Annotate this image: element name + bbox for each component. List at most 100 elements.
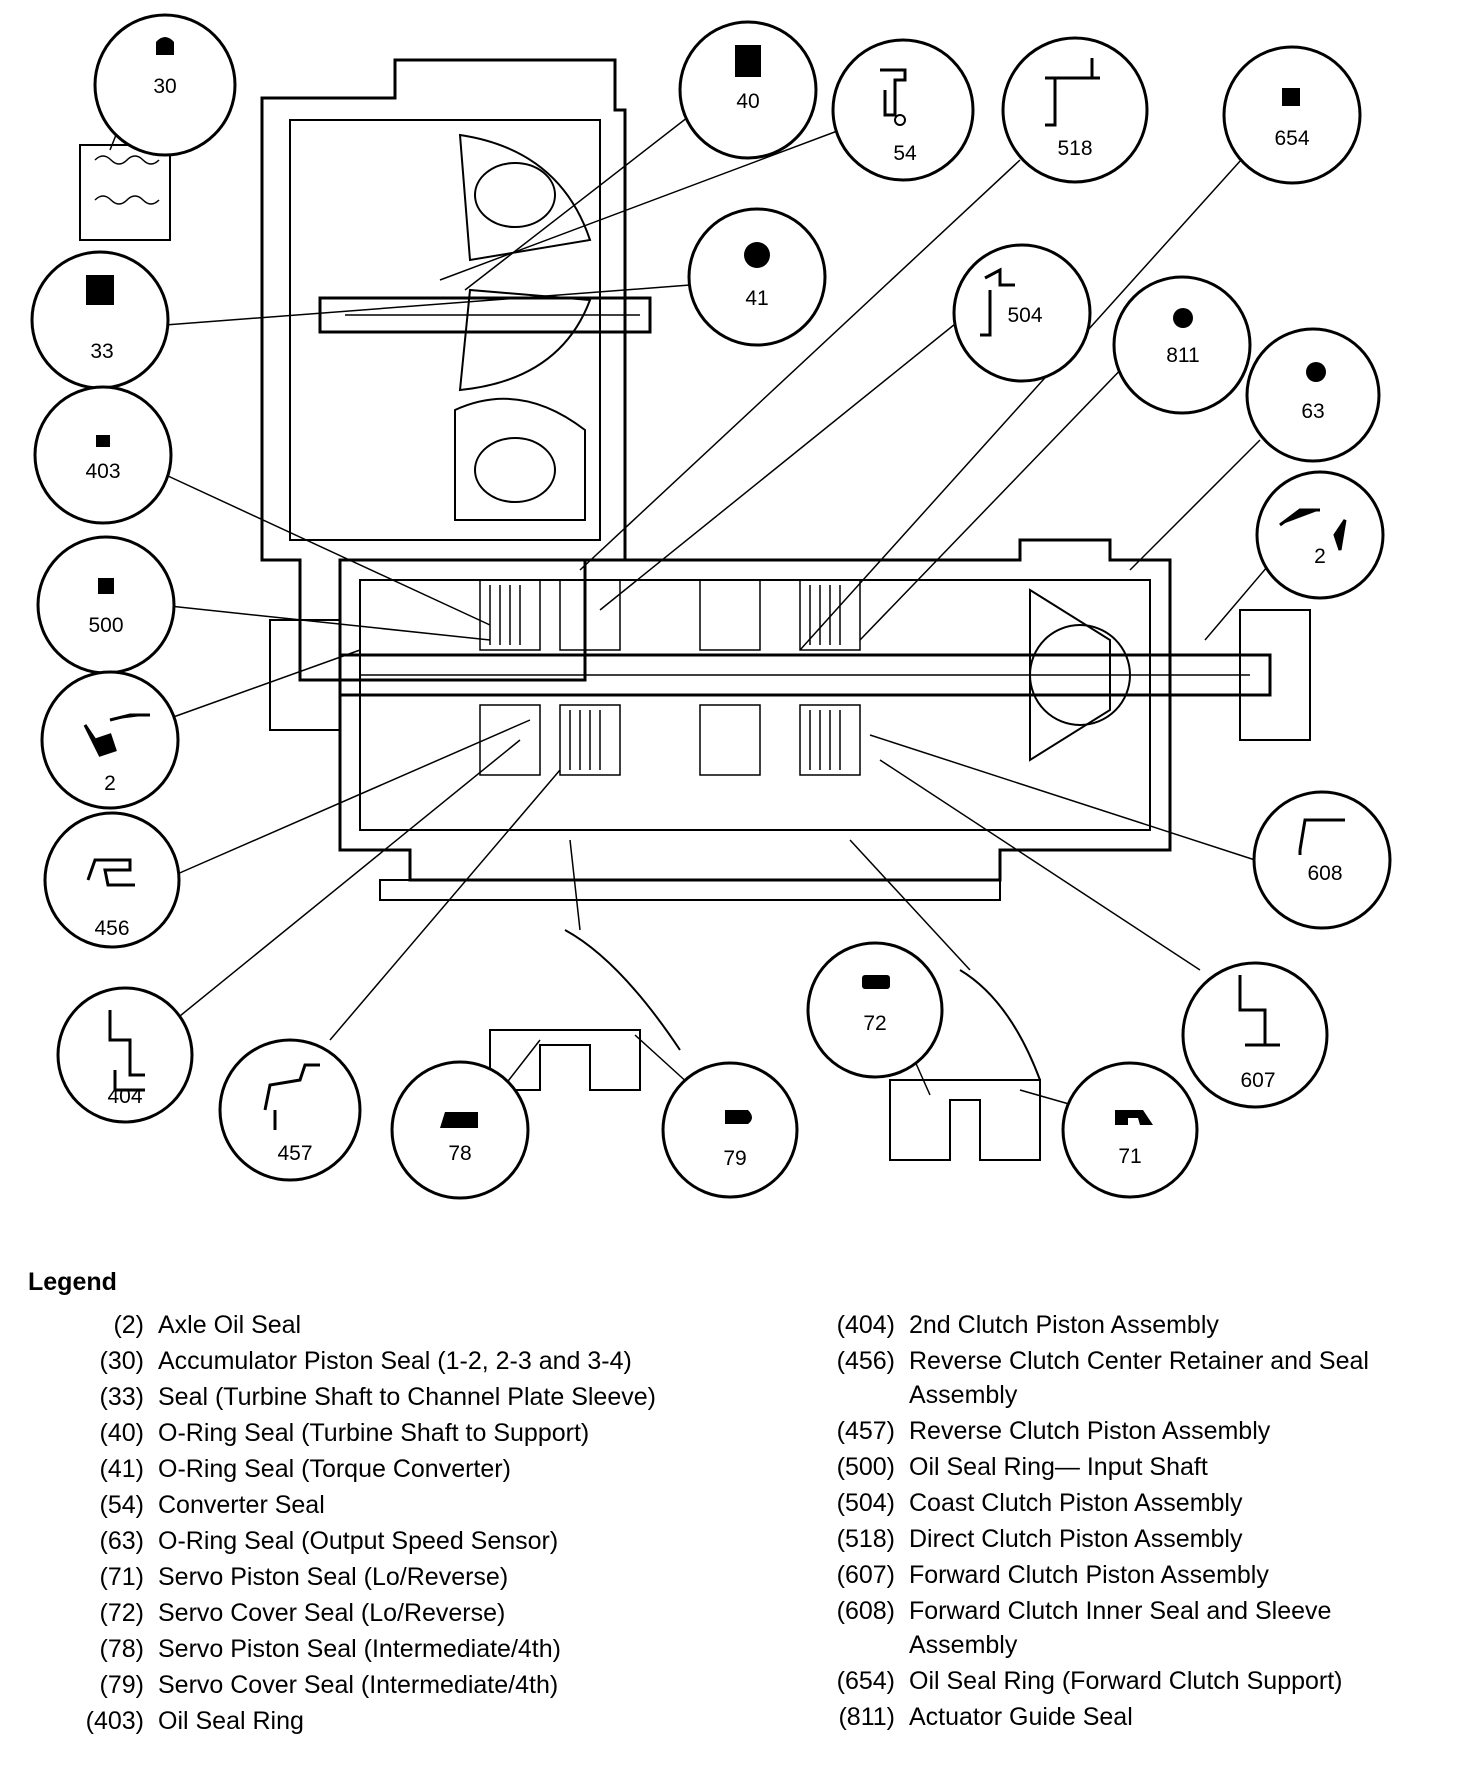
seal-profile-icon [980, 267, 1015, 337]
legend-item: (403) Oil Seal Ring [56, 1704, 716, 1738]
seal-symbol [1115, 1110, 1153, 1125]
legend-item-code: (71) [99, 1563, 144, 1591]
callout-number: 608 [1307, 862, 1342, 885]
legend-item-description: Reverse Clutch Center Retainer and Seal … [909, 1347, 1369, 1409]
legend-item-code: (654) [836, 1667, 895, 1695]
legend-item-description: O-Ring Seal (Turbine Shaft to Support) [158, 1419, 590, 1447]
legend-item-code: (54) [99, 1491, 144, 1519]
callout-41: 41 [687, 207, 827, 347]
seal-profile-icon [1045, 58, 1100, 127]
callout-number: 607 [1240, 1069, 1275, 1092]
seal-symbol [156, 37, 174, 55]
legend-item: (518) Direct Clutch Piston Assembly [805, 1522, 1445, 1556]
seal-symbol [1306, 362, 1326, 382]
callout-number: 403 [85, 460, 120, 483]
seal-symbol [1282, 88, 1300, 106]
callout-number: 54 [893, 142, 917, 165]
legend-item-description: Servo Piston Seal (Lo/Reverse) [158, 1563, 509, 1591]
legend-item-description: Oil Seal Ring [158, 1707, 304, 1735]
legend-item: (63) O-Ring Seal (Output Speed Sensor) [56, 1524, 716, 1558]
legend-item-description: Converter Seal [158, 1491, 325, 1519]
callout-33: 33 [30, 250, 170, 390]
legend-item: (607) Forward Clutch Piston Assembly [805, 1558, 1445, 1592]
seal-symbol [96, 435, 110, 447]
legend-item-code: (33) [99, 1383, 144, 1411]
callout-number: 500 [88, 614, 123, 637]
legend-left-column: (2)Axle Oil Seal(30)Accumulator Piston S… [56, 1308, 716, 1740]
legend-item: (504) Coast Clutch Piston Assembly [805, 1486, 1445, 1520]
legend-item-code: (403) [85, 1707, 144, 1735]
legend-item-code: (30) [99, 1347, 144, 1375]
legend-item-description: Reverse Clutch Piston Assembly [909, 1417, 1271, 1445]
legend-item-description: Accumulator Piston Seal (1-2, 2-3 and 3-… [158, 1347, 632, 1375]
callout-number: 504 [1007, 304, 1042, 327]
seal-profile-icon [880, 68, 907, 117]
legend-item-code: (811) [838, 1703, 895, 1731]
callout-504: 504 [952, 243, 1092, 383]
legend-title: Legend [28, 1268, 117, 1296]
legend-item: (41)O-Ring Seal (Torque Converter) [56, 1452, 716, 1486]
seal-symbol [1173, 308, 1193, 328]
legend-item-description: O-Ring Seal (Output Speed Sensor) [158, 1527, 559, 1555]
legend-item: (54) Converter Seal [56, 1488, 716, 1522]
seal-profile-icon [1238, 975, 1280, 1047]
legend-item-code: (518) [836, 1525, 895, 1553]
legend-item-code: (404) [836, 1311, 895, 1339]
legend-item-description: Servo Cover Seal (Intermediate/4th) [158, 1671, 559, 1699]
legend-item-description: Forward Clutch Piston Assembly [909, 1561, 1269, 1589]
legend-item: (404)2nd Clutch Piston Assembly [805, 1308, 1445, 1342]
legend-right-column: (404)2nd Clutch Piston Assembly (456) Reve… [805, 1308, 1445, 1736]
callout-number: 33 [90, 340, 113, 363]
callout-number: 78 [448, 1142, 471, 1165]
legend-item-code: (72) [99, 1599, 144, 1627]
legend-item: (608)Forward Clutch Inner Seal and Sleev… [805, 1594, 1445, 1662]
legend-item-description: Direct Clutch Piston Assembly [909, 1525, 1243, 1553]
callout-608: 608 [1252, 790, 1392, 930]
callout-500: 500 [36, 535, 176, 675]
callout-78: 78 [390, 1060, 530, 1200]
callout-number: 79 [723, 1147, 746, 1170]
legend-item-description: Oil Seal Ring— Input Shaft [909, 1453, 1208, 1481]
callout-518: 518 [1001, 36, 1149, 184]
transmission-seal-diagram: 30 40 54 518 654 33 [30, 13, 1392, 1200]
legend-item-description: Servo Cover Seal (Lo/Reverse) [158, 1599, 506, 1627]
callout-457: 457 [218, 1038, 362, 1182]
legend-item-description: Actuator Guide Seal [909, 1703, 1133, 1731]
callout-79: 79 [661, 1061, 799, 1199]
callout-number: 457 [277, 1142, 312, 1165]
callout-63: 63 [1245, 327, 1381, 463]
legend-item-description: Oil Seal Ring (Forward Clutch Support) [909, 1667, 1343, 1695]
callout-654: 654 [1222, 45, 1362, 185]
legend-item-code: (79) [99, 1671, 144, 1699]
legend-item-code: (607) [836, 1561, 895, 1589]
callout-40: 40 [678, 20, 818, 160]
legend-item-code: (456) [836, 1347, 895, 1375]
seal-profile-icon [86, 858, 135, 887]
legend-item: (79) Servo Cover Seal (Intermediate/4th) [56, 1668, 716, 1702]
callout-72: 72 [806, 941, 944, 1079]
legend-item-code: (63) [99, 1527, 144, 1555]
legend-item: (71) Servo Piston Seal (Lo/Reverse) [56, 1560, 716, 1594]
callout-number: 404 [107, 1085, 142, 1108]
callout-2-right: 2 [1255, 470, 1385, 600]
callout-607: 607 [1181, 961, 1329, 1109]
legend-item-description: Coast Clutch Piston Assembly [909, 1489, 1243, 1517]
callout-number: 811 [1166, 344, 1199, 367]
callout-number: 41 [745, 287, 768, 310]
legend-item: (40)O-Ring Seal (Turbine Shaft to Suppor… [56, 1416, 716, 1450]
legend-item-code: (504) [836, 1489, 895, 1517]
legend-item-description: Servo Piston Seal (Intermediate/4th) [158, 1635, 561, 1663]
legend-item: (33) Seal (Turbine Shaft to Channel Plate… [56, 1380, 716, 1414]
callout-number: 30 [153, 75, 176, 98]
seal-symbol [440, 1112, 478, 1128]
legend-item-code: (457) [836, 1417, 895, 1445]
legend-item-description: Seal (Turbine Shaft to Channel Plate Sle… [158, 1383, 656, 1411]
legend-item: (811) Actuator Guide Seal [805, 1700, 1445, 1734]
callout-number: 71 [1118, 1145, 1141, 1168]
callout-404: 404 [56, 986, 194, 1124]
seal-symbol [98, 578, 114, 594]
callout-2-left: 2 [40, 670, 180, 810]
seal-symbol [735, 45, 761, 77]
legend-item-description: Forward Clutch Inner Seal and Sleeve Ass… [909, 1597, 1332, 1659]
callout-number: 518 [1057, 137, 1092, 160]
